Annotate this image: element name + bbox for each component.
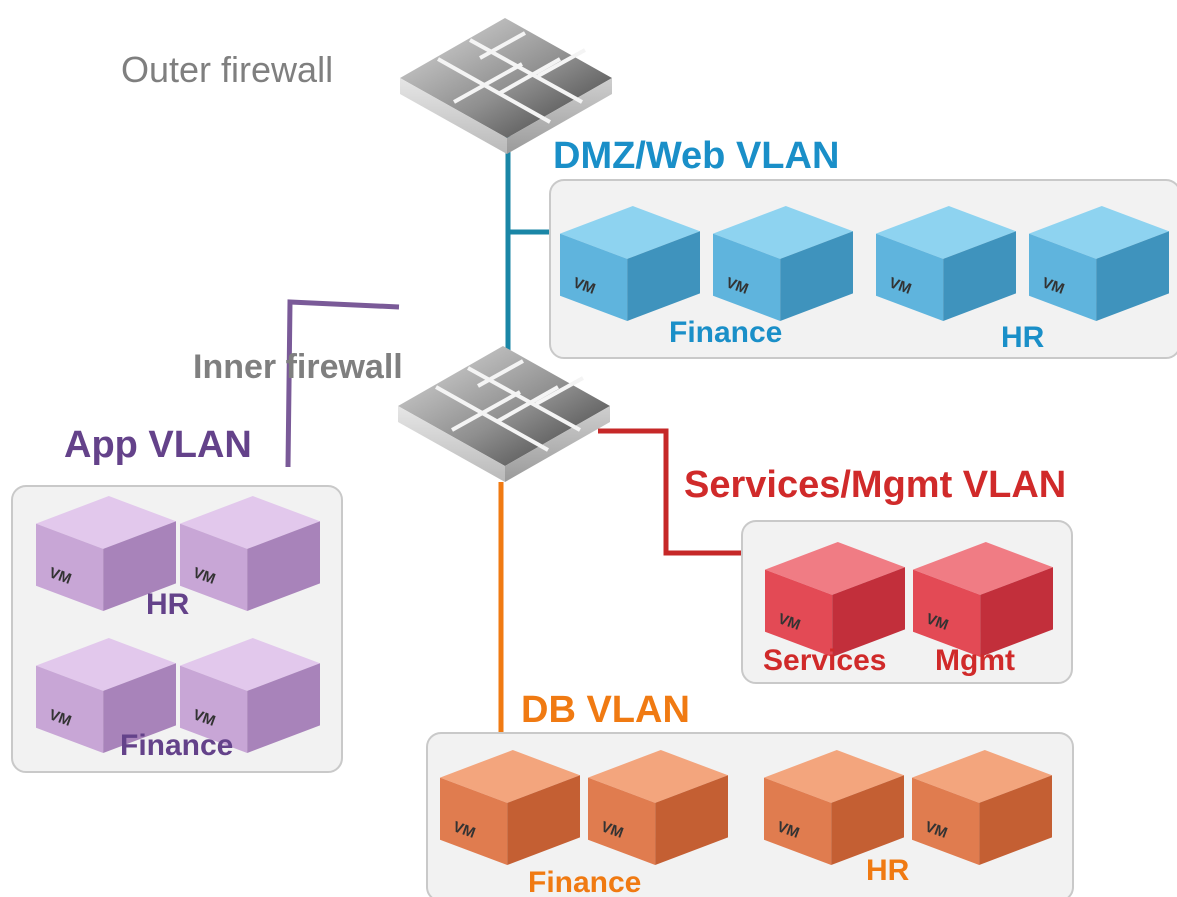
app-vlan-title: App VLAN (64, 424, 252, 466)
db-vlan-title: DB VLAN (521, 689, 690, 731)
app-vm-cube-icon: VM (36, 638, 176, 753)
vm-label: VM (923, 818, 950, 842)
inner-firewall-label: Inner firewall (193, 348, 403, 386)
app-connector-line (285, 299, 400, 468)
db-vm-cube-icon: VM (912, 750, 1052, 865)
services-vm-cube-icon: VM (913, 542, 1053, 657)
vm-label: VM (47, 564, 74, 588)
app-vm-cube-icon: VM (180, 638, 320, 753)
outer-firewall-icon (400, 18, 612, 154)
app-vm-cube-icon: VM (36, 496, 176, 611)
db-vlan-panel (426, 732, 1074, 897)
vm-label: VM (724, 274, 751, 298)
services-group-services-label: Services (763, 644, 886, 677)
vm-label: VM (47, 706, 74, 730)
services-vm-cubes: VM VM (765, 542, 1053, 657)
app-group-finance-label: Finance (120, 729, 233, 762)
vm-label: VM (599, 818, 626, 842)
services-vm-cube-icon: VM (765, 542, 905, 657)
services-vlan-title: Services/Mgmt VLAN (684, 464, 1066, 506)
dmz-vm-cube-icon: VM (1029, 206, 1169, 321)
dmz-vm-cube-icon: VM (876, 206, 1016, 321)
vm-label: VM (887, 274, 914, 298)
db-group-hr-label: HR (866, 854, 910, 887)
app-group-hr-label: HR (146, 588, 190, 621)
outer-firewall-label: Outer firewall (121, 49, 333, 90)
inner-firewall-icon (398, 346, 610, 482)
dmz-group-hr-label: HR (1001, 321, 1045, 354)
vm-label: VM (571, 274, 598, 298)
dmz-group-finance-label: Finance (669, 316, 782, 349)
db-vm-cube-icon: VM (440, 750, 580, 865)
vm-label: VM (924, 610, 951, 634)
dmz-vm-cube-icon: VM (560, 206, 700, 321)
vm-label: VM (775, 818, 802, 842)
vm-label: VM (191, 706, 218, 730)
services-connector-line (598, 428, 742, 556)
db-vm-cube-icon: VM (588, 750, 728, 865)
dmz-vlan-title: DMZ/Web VLAN (553, 135, 839, 177)
app-vm-cube-icon: VM (180, 496, 320, 611)
db-vm-cube-icon: VM (764, 750, 904, 865)
dmz-vm-cube-icon: VM (713, 206, 853, 321)
vlan-connectors (285, 100, 742, 733)
dmz-vlan-panel (549, 179, 1177, 359)
vm-label: VM (451, 818, 478, 842)
vm-label: VM (776, 610, 803, 634)
services-group-mgmt-label: Mgmt (935, 644, 1015, 677)
db-group-finance-label: Finance (528, 866, 641, 897)
vm-label: VM (191, 564, 218, 588)
db-vm-cubes: VM VM VM VM (440, 750, 1052, 865)
app-vm-cubes: VM VM VM VM (36, 496, 320, 753)
vm-label: VM (1040, 274, 1067, 298)
dmz-vm-cubes: VM VM VM VM (560, 206, 1169, 321)
